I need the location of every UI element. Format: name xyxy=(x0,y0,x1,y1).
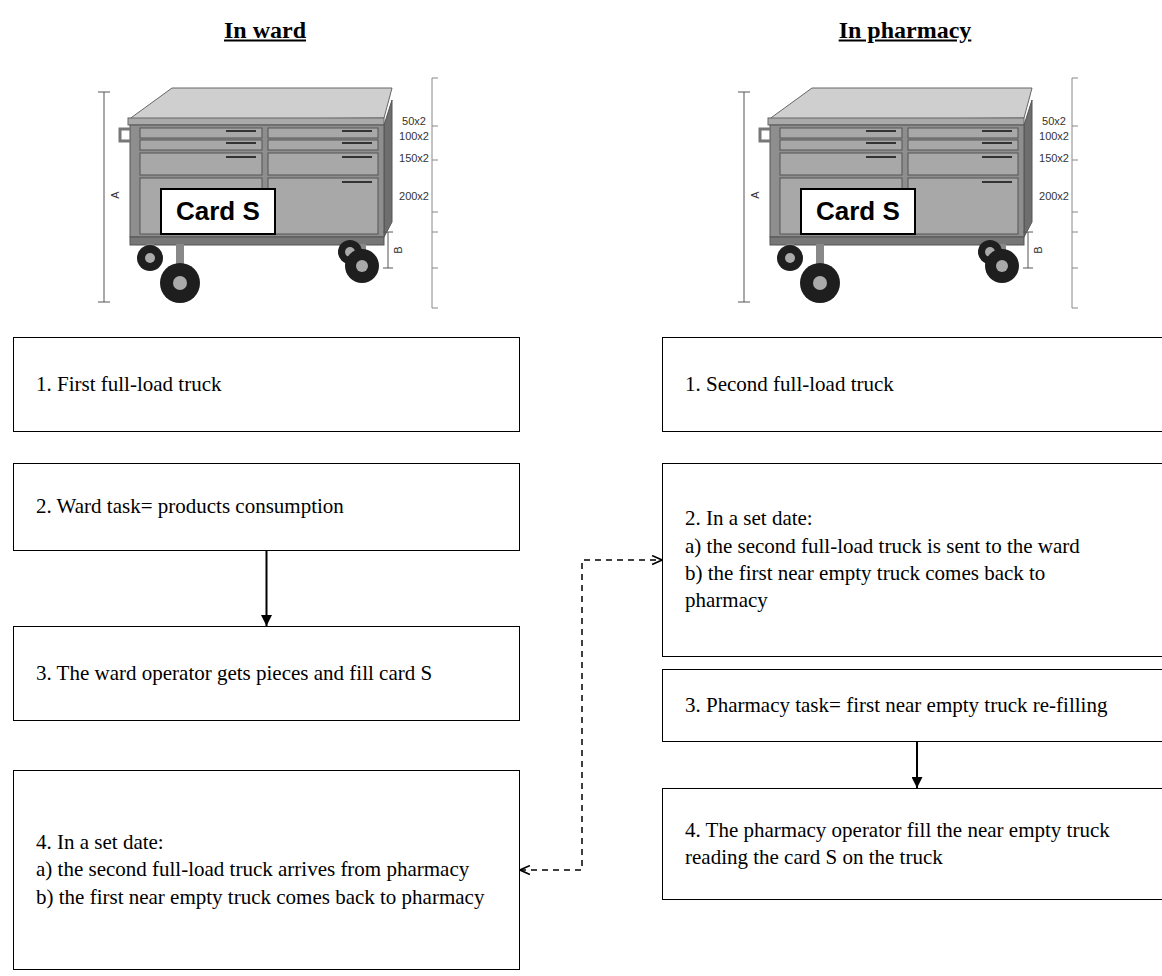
drawer-size: 100x2 xyxy=(1039,130,1069,142)
box-line: a) the second full-load truck arrives fr… xyxy=(36,856,489,883)
box-text: 2. Ward task= products consumption xyxy=(36,493,489,520)
box-text: 3. The ward operator gets pieces and fil… xyxy=(36,660,489,687)
process-box: 4. In a set date:a) the second full-load… xyxy=(13,770,520,970)
card-label: Card S xyxy=(160,188,276,235)
box-text: Card S xyxy=(176,196,260,227)
ward-truck xyxy=(98,78,438,308)
dimension-label: A xyxy=(749,191,761,198)
box-line: a) the second full-load truck is sent to… xyxy=(685,533,1127,560)
flow-arrow xyxy=(916,742,918,788)
pharmacy-truck xyxy=(738,78,1078,308)
process-box: 2. Ward task= products consumption xyxy=(13,463,520,551)
process-box: 3. Pharmacy task= first near empty truck… xyxy=(662,669,1162,742)
box-text: 1. First full-load truck xyxy=(36,371,489,398)
process-box: 2. In a set date:a) the second full-load… xyxy=(662,463,1162,657)
process-box: 3. The ward operator gets pieces and fil… xyxy=(13,626,520,721)
box-text: 2. In a set date: xyxy=(685,505,1127,532)
flow-arrow xyxy=(266,551,268,626)
box-text: 1. Second full-load truck xyxy=(685,371,1127,398)
box-text: 4. In a set date: xyxy=(36,829,489,856)
box-line: b) the first near empty truck comes back… xyxy=(36,884,489,911)
dashed-exchange-arrow xyxy=(520,560,662,870)
box-text: 3. Pharmacy task= first near empty truck… xyxy=(685,692,1127,719)
drawer-size: 50x2 xyxy=(402,115,426,127)
drawer-size: 100x2 xyxy=(399,130,429,142)
dimension-label: B xyxy=(392,246,404,253)
box-text: Card S xyxy=(816,196,900,227)
drawer-size: 50x2 xyxy=(1042,115,1066,127)
process-box: 1. Second full-load truck xyxy=(662,337,1162,432)
drawer-size: 150x2 xyxy=(1039,152,1069,164)
process-box: 4. The pharmacy operator fill the near e… xyxy=(662,788,1162,900)
card-label: Card S xyxy=(800,188,916,235)
drawer-size: 200x2 xyxy=(399,190,429,202)
box-line: b) the first near empty truck comes back… xyxy=(685,560,1127,615)
drawer-size: 150x2 xyxy=(399,152,429,164)
drawer-size: 200x2 xyxy=(1039,190,1069,202)
dimension-label: A xyxy=(109,191,121,198)
column-heading: In ward xyxy=(224,17,306,44)
dimension-label: B xyxy=(1032,246,1044,253)
process-box: 1. First full-load truck xyxy=(13,337,520,432)
column-heading: In pharmacy xyxy=(839,17,972,44)
box-text: 4. The pharmacy operator fill the near e… xyxy=(685,817,1127,872)
